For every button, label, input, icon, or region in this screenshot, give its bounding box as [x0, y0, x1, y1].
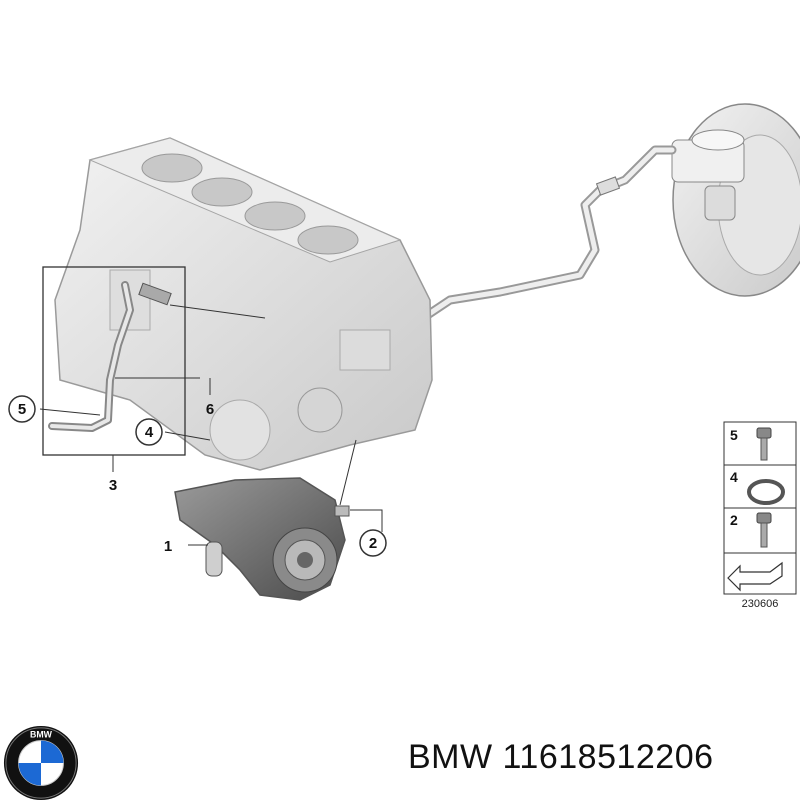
part-number: 11618512206: [502, 738, 714, 776]
svg-text:2: 2: [730, 512, 738, 528]
svg-text:2: 2: [369, 535, 377, 552]
callout-4: 4: [135, 418, 163, 446]
arrow-icon: [727, 561, 783, 592]
item3-frame: [42, 266, 186, 456]
callout-3: 3: [109, 477, 117, 494]
svg-text:6: 6: [206, 401, 214, 418]
callout-2: 2: [359, 529, 387, 557]
reference-number: 230606: [742, 598, 779, 610]
svg-text:BMW: BMW: [30, 730, 53, 740]
svg-text:5: 5: [18, 401, 26, 418]
engine-block: [54, 137, 433, 471]
parts-legend: 5 4 2 230606: [723, 421, 797, 610]
brake-booster: [671, 103, 800, 297]
legend-item-2: 2: [730, 512, 772, 548]
callout-6: 6: [206, 401, 214, 418]
vacuum-pump: [174, 477, 350, 601]
legend-item-5: 5: [730, 427, 772, 461]
brand-name: BMW: [408, 738, 493, 776]
svg-text:4: 4: [730, 469, 738, 485]
part-caption: BMW 11618512206: [408, 738, 714, 777]
legend-item-4: 4: [730, 469, 785, 505]
svg-text:5: 5: [730, 427, 738, 443]
leader-lines: [39, 304, 383, 546]
svg-text:1: 1: [164, 538, 172, 555]
seal-ring-icon: [747, 479, 785, 505]
bolt-icon: [756, 427, 772, 461]
callout-1: 1: [164, 538, 172, 555]
svg-text:3: 3: [109, 477, 117, 494]
callout-5: 5: [8, 395, 36, 423]
bmw-logo: BMW: [3, 725, 79, 801]
svg-text:4: 4: [145, 424, 154, 441]
bolt-icon: [756, 512, 772, 548]
